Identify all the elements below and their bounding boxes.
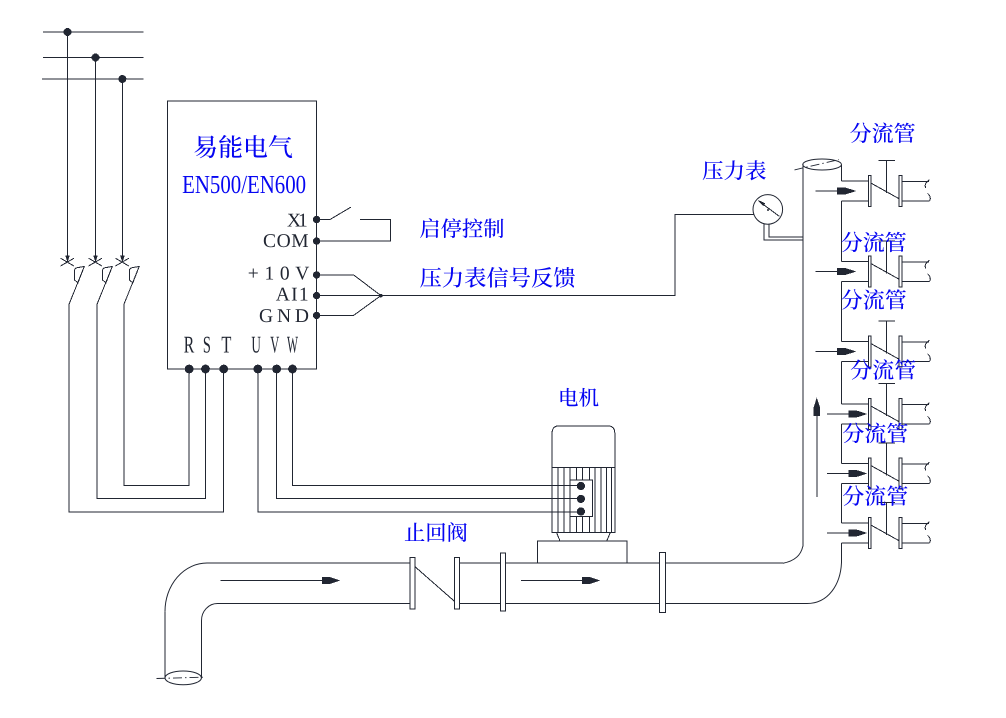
svg-text:T: T [221,333,231,359]
svg-text:V: V [270,333,279,359]
svg-text:AI1: AI1 [276,284,309,305]
svg-text:X1: X1 [287,210,308,231]
svg-text:W: W [287,333,298,359]
svg-text:EN500/EN600: EN500/EN600 [182,170,306,199]
svg-text:U: U [251,333,261,359]
svg-text:+10V: +10V [248,264,310,285]
svg-text:COM: COM [263,231,309,252]
svg-text:GND: GND [259,306,309,327]
svg-text:S: S [203,333,211,359]
svg-text:R: R [184,333,195,359]
